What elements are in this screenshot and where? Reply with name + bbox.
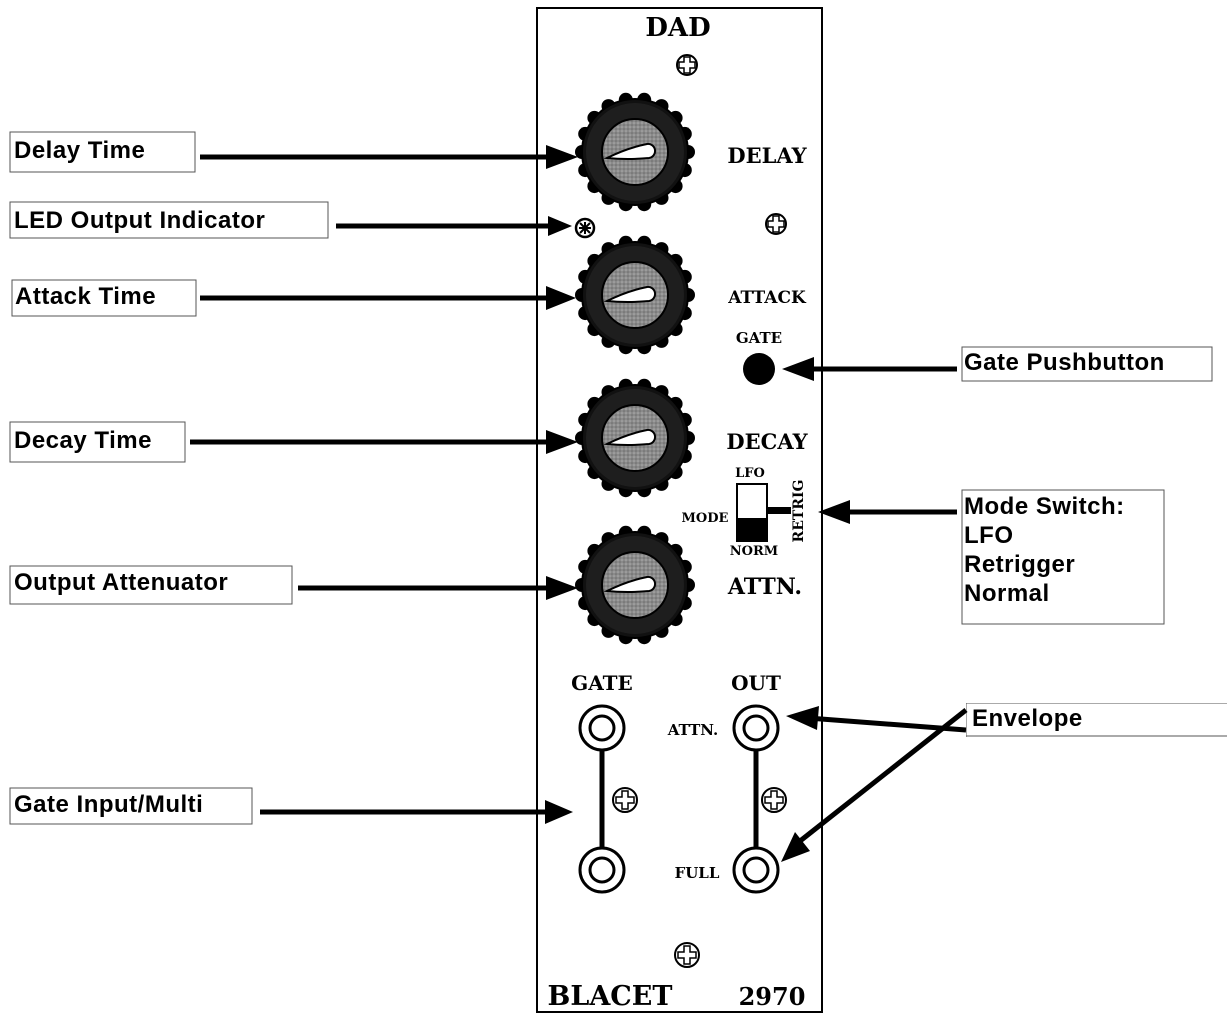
callout-output-attenuator: Output Attenuator — [14, 569, 228, 596]
gate-button-label: GATE — [736, 329, 782, 347]
led-icon — [574, 217, 596, 239]
gate-jacks-header: GATE — [571, 671, 633, 695]
callout-decay-time: Decay Time — [14, 427, 152, 454]
callout-box-decay — [9, 421, 186, 463]
callout-box-attack — [11, 279, 197, 317]
arrowhead-gate-button — [782, 357, 814, 381]
gate-jack-top[interactable] — [578, 704, 626, 752]
out-jacks-header: OUT — [731, 671, 781, 695]
callout-mode-line-3: Retrigger — [964, 551, 1075, 578]
arrowhead-envelope-attn — [786, 706, 819, 730]
screw-icon-bottom — [674, 942, 700, 968]
callout-box-gate-button — [961, 346, 1213, 382]
mode-switch-retrig-label: RETRIG — [791, 480, 807, 543]
callout-arrows — [190, 154, 968, 847]
screw-icon-top — [676, 54, 698, 76]
arrowhead-decay — [546, 430, 578, 454]
out-full-jack[interactable] — [732, 846, 780, 894]
screw-icon-out — [761, 787, 787, 813]
mode-switch-norm-label: NORM — [730, 544, 778, 559]
delay-knob[interactable] — [575, 92, 695, 212]
model-number: 2970 — [739, 982, 806, 1011]
arrowhead-delay — [546, 145, 578, 169]
callout-box-envelope: Envelope — [966, 703, 1227, 737]
arrowhead-mode-switch — [818, 500, 850, 524]
screw-icon-right — [765, 213, 787, 235]
callout-gate-pushbutton: Gate Pushbutton — [964, 349, 1165, 376]
decay-label: DECAY — [726, 429, 808, 454]
mode-switch-label: MODE — [682, 511, 729, 526]
arrow-envelope-full — [793, 708, 968, 847]
mode-switch-lfo-label: LFO — [735, 466, 765, 481]
attack-label: ATTACK — [727, 288, 807, 308]
mode-switch[interactable] — [736, 483, 791, 542]
callout-gate-input: Gate Input/Multi — [14, 791, 203, 818]
screw-icon-gate-multi — [612, 787, 638, 813]
callout-led-output: LED Output Indicator — [14, 207, 265, 234]
arrowhead-led — [548, 216, 572, 236]
attn-jack-label: ATTN. — [667, 721, 719, 739]
delay-label: DELAY — [727, 143, 807, 168]
gate-jack-bottom[interactable] — [578, 846, 626, 894]
callout-attack-time: Attack Time — [15, 283, 156, 310]
brand-name: BLACET — [548, 981, 673, 1012]
attn-label: ATTN. — [727, 574, 802, 600]
arrowhead-gate-input — [545, 800, 573, 824]
out-attn-jack[interactable] — [732, 704, 780, 752]
callout-mode-line-2: LFO — [964, 522, 1014, 549]
callout-box-attenuator — [9, 565, 293, 605]
callout-box-led — [9, 201, 329, 239]
attack-knob[interactable] — [575, 235, 695, 355]
callout-box-mode — [961, 489, 1165, 625]
callout-envelope-outputs: Envelope — [972, 705, 1083, 732]
arrowhead-envelope-full — [781, 832, 810, 862]
callout-mode-line-4: Normal — [964, 580, 1050, 607]
decay-knob[interactable] — [575, 378, 695, 498]
arrowhead-attack — [546, 286, 576, 310]
gate-pushbutton[interactable] — [743, 353, 775, 385]
callout-box-delay — [9, 131, 196, 173]
callout-box-gate-input — [9, 787, 253, 825]
callout-delay-time: Delay Time — [14, 137, 145, 164]
attenuator-knob[interactable] — [575, 525, 695, 645]
arrowhead-attenuator — [546, 576, 578, 600]
callout-mode-line-1: Mode Switch: — [964, 493, 1125, 520]
arrowheads — [545, 145, 850, 862]
full-jack-label: FULL — [675, 864, 720, 882]
panel-title: DAD — [645, 13, 710, 43]
